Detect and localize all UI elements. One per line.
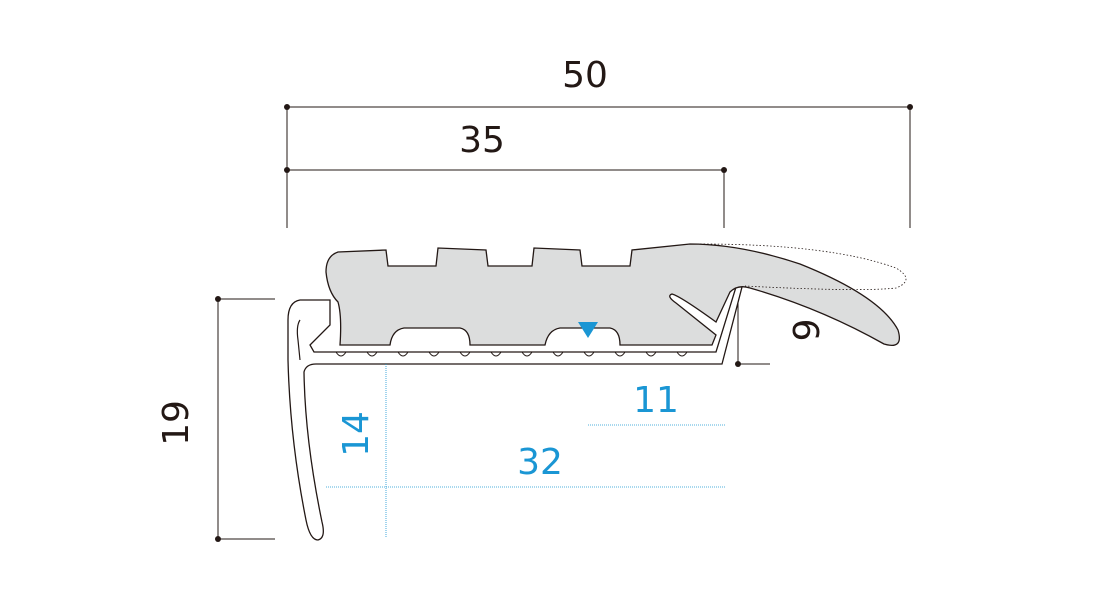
dimension-overall-height: 19 <box>156 296 275 542</box>
dimension-inner-width: 32 <box>326 442 725 488</box>
label-lip-height: 6 <box>784 319 825 342</box>
label-overall-width: 50 <box>562 55 608 96</box>
dimension-inner-depth: 14 <box>336 364 387 538</box>
label-inner-width: 32 <box>517 442 563 483</box>
dimension-tread-width: 35 <box>284 120 727 228</box>
dimension-overall-width: 50 <box>284 55 913 228</box>
label-inner-step: 11 <box>633 380 679 421</box>
center-marker-icon <box>578 322 598 338</box>
rubber-insert <box>325 243 907 347</box>
profile-grooves <box>320 351 708 357</box>
label-tread-width: 35 <box>459 120 505 161</box>
dimension-inner-step: 11 <box>588 380 725 426</box>
label-inner-depth: 14 <box>336 411 377 457</box>
dimension-lip-height: 6 <box>735 290 825 367</box>
aluminium-profile <box>287 286 743 541</box>
label-overall-height: 19 <box>156 400 197 446</box>
